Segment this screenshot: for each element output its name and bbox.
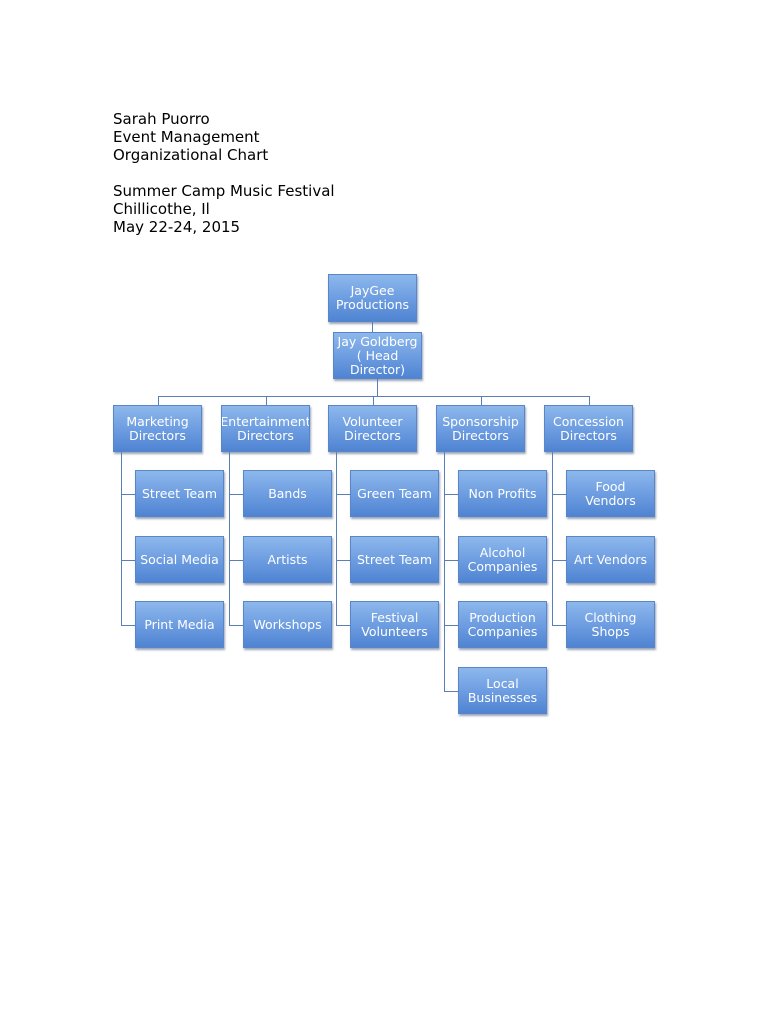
document-title: Organizational Chart <box>113 146 269 164</box>
department-box: Volunteer Directors <box>328 405 417 452</box>
connector-department-child <box>444 690 458 692</box>
member-box: Production Companies <box>458 601 547 648</box>
connector-bus <box>157 396 590 397</box>
connector-department-child <box>444 624 458 626</box>
connector-department-child <box>552 624 566 626</box>
connector-department-child <box>229 493 243 495</box>
document-header: Sarah Puorro Event Management Organizati… <box>113 110 335 236</box>
root-box: JayGee Productions <box>328 274 417 322</box>
event-dates: May 22-24, 2015 <box>113 218 241 236</box>
connector-department-child <box>121 559 135 561</box>
connector-department-spine <box>336 452 337 625</box>
connector-bus-dept <box>157 396 159 405</box>
connector-department-child <box>444 493 458 495</box>
connector-department-child <box>552 559 566 561</box>
member-box: Green Team <box>350 470 439 517</box>
member-box: Local Businesses <box>458 667 547 714</box>
connector-department-spine <box>444 452 445 691</box>
member-box: Artists <box>243 536 332 583</box>
connector-bus-dept <box>480 396 482 405</box>
member-box: Street Team <box>350 536 439 583</box>
connector-head-bus <box>377 379 378 396</box>
department-box: Marketing Directors <box>113 405 202 452</box>
connector-bus-dept <box>588 396 590 405</box>
member-box: Street Team <box>135 470 224 517</box>
member-box: Non Profits <box>458 470 547 517</box>
department-box: Concession Directors <box>544 405 633 452</box>
member-box: Print Media <box>135 601 224 648</box>
connector-department-spine <box>121 452 122 625</box>
member-box: Food Vendors <box>566 470 655 517</box>
connector-department-child <box>552 493 566 495</box>
event-name: Summer Camp Music Festival <box>113 182 335 200</box>
member-box: Bands <box>243 470 332 517</box>
member-box: Clothing Shops <box>566 601 655 648</box>
connector-bus-dept <box>265 396 267 405</box>
connector-root-head <box>372 322 373 332</box>
member-box: Art Vendors <box>566 536 655 583</box>
author-name: Sarah Puorro <box>113 110 210 128</box>
connector-department-child <box>444 559 458 561</box>
connector-department-child <box>336 624 350 626</box>
member-box: Social Media <box>135 536 224 583</box>
connector-department-child <box>229 559 243 561</box>
course-name: Event Management <box>113 128 260 146</box>
connector-department-child <box>121 624 135 626</box>
connector-department-spine <box>229 452 230 625</box>
member-box: Workshops <box>243 601 332 648</box>
connector-department-child <box>336 559 350 561</box>
member-box: Alcohol Companies <box>458 536 547 583</box>
connector-bus-dept <box>372 396 374 405</box>
department-box: Entertainment Directors <box>221 405 310 452</box>
connector-department-spine <box>552 452 553 625</box>
department-box: Sponsorship Directors <box>436 405 525 452</box>
connector-department-child <box>121 493 135 495</box>
member-box: Festival Volunteers <box>350 601 439 648</box>
event-location: Chillicothe, Il <box>113 200 210 218</box>
head-director-box: Jay Goldberg ( Head Director) <box>333 332 422 379</box>
connector-department-child <box>336 493 350 495</box>
connector-department-child <box>229 624 243 626</box>
